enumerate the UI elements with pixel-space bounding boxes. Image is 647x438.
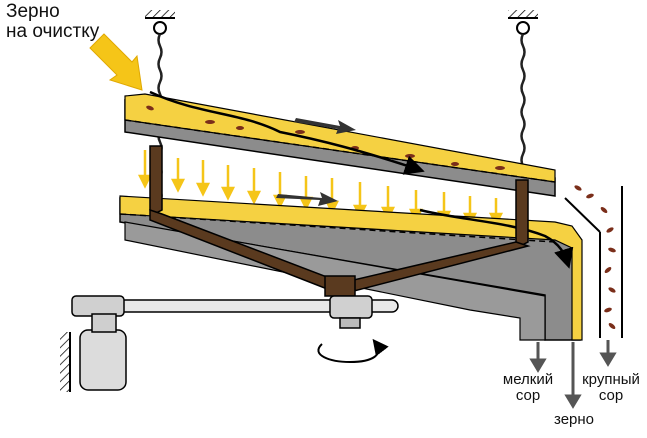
input-label-line2: на очистку — [6, 20, 100, 42]
input-arrow — [89, 33, 143, 91]
coarse-debris-line1: крупный — [582, 371, 640, 388]
lower-flow-arrow — [419, 208, 574, 269]
right-hanger-rod — [520, 33, 526, 176]
upper-direction-arrow — [294, 118, 356, 134]
fine-debris-line2: сор — [515, 386, 541, 404]
fine-debris-label: мелкий сор — [500, 372, 556, 404]
grain-output-label: зерно — [553, 411, 595, 428]
input-label-line1: Зерно — [6, 1, 60, 22]
input-label: Зерно на очистку — [6, 2, 99, 42]
coarse-debris-label: крупный сор — [578, 372, 644, 404]
coarse-debris-line2: сор — [598, 386, 624, 404]
coarse-debris-chute — [564, 185, 623, 338]
rotation-arrow — [317, 338, 389, 364]
lower-direction-arrow — [276, 192, 338, 206]
left-ceiling-mount — [145, 10, 175, 35]
output-arrows — [529, 340, 617, 409]
falling-grain-arrows — [137, 150, 504, 227]
fine-debris-line1: мелкий — [502, 371, 554, 388]
upper-flow-arrow — [149, 90, 425, 175]
drive-unit — [60, 295, 399, 392]
sieve-frame — [149, 145, 531, 297]
right-ceiling-mount — [508, 10, 538, 35]
